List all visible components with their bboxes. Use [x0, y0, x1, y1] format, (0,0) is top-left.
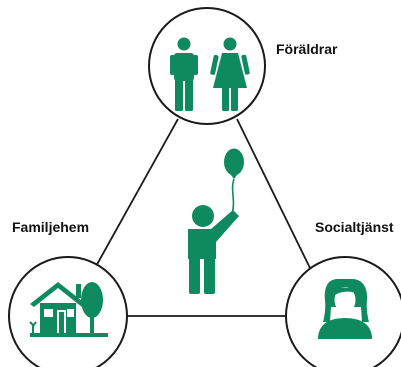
connector-parents-social	[236, 118, 311, 269]
child-with-balloon-icon	[188, 148, 244, 294]
social-services-label: Socialtjänst	[315, 219, 394, 235]
woman-icon	[318, 279, 372, 339]
triangle-connectors	[94, 118, 311, 317]
connector-parents-foster	[94, 118, 179, 269]
parents-label: Föräldrar	[276, 41, 338, 57]
house-with-tree-icon	[29, 282, 108, 337]
foster-family-label: Familjehem	[12, 219, 90, 235]
parents-icon	[170, 37, 250, 111]
